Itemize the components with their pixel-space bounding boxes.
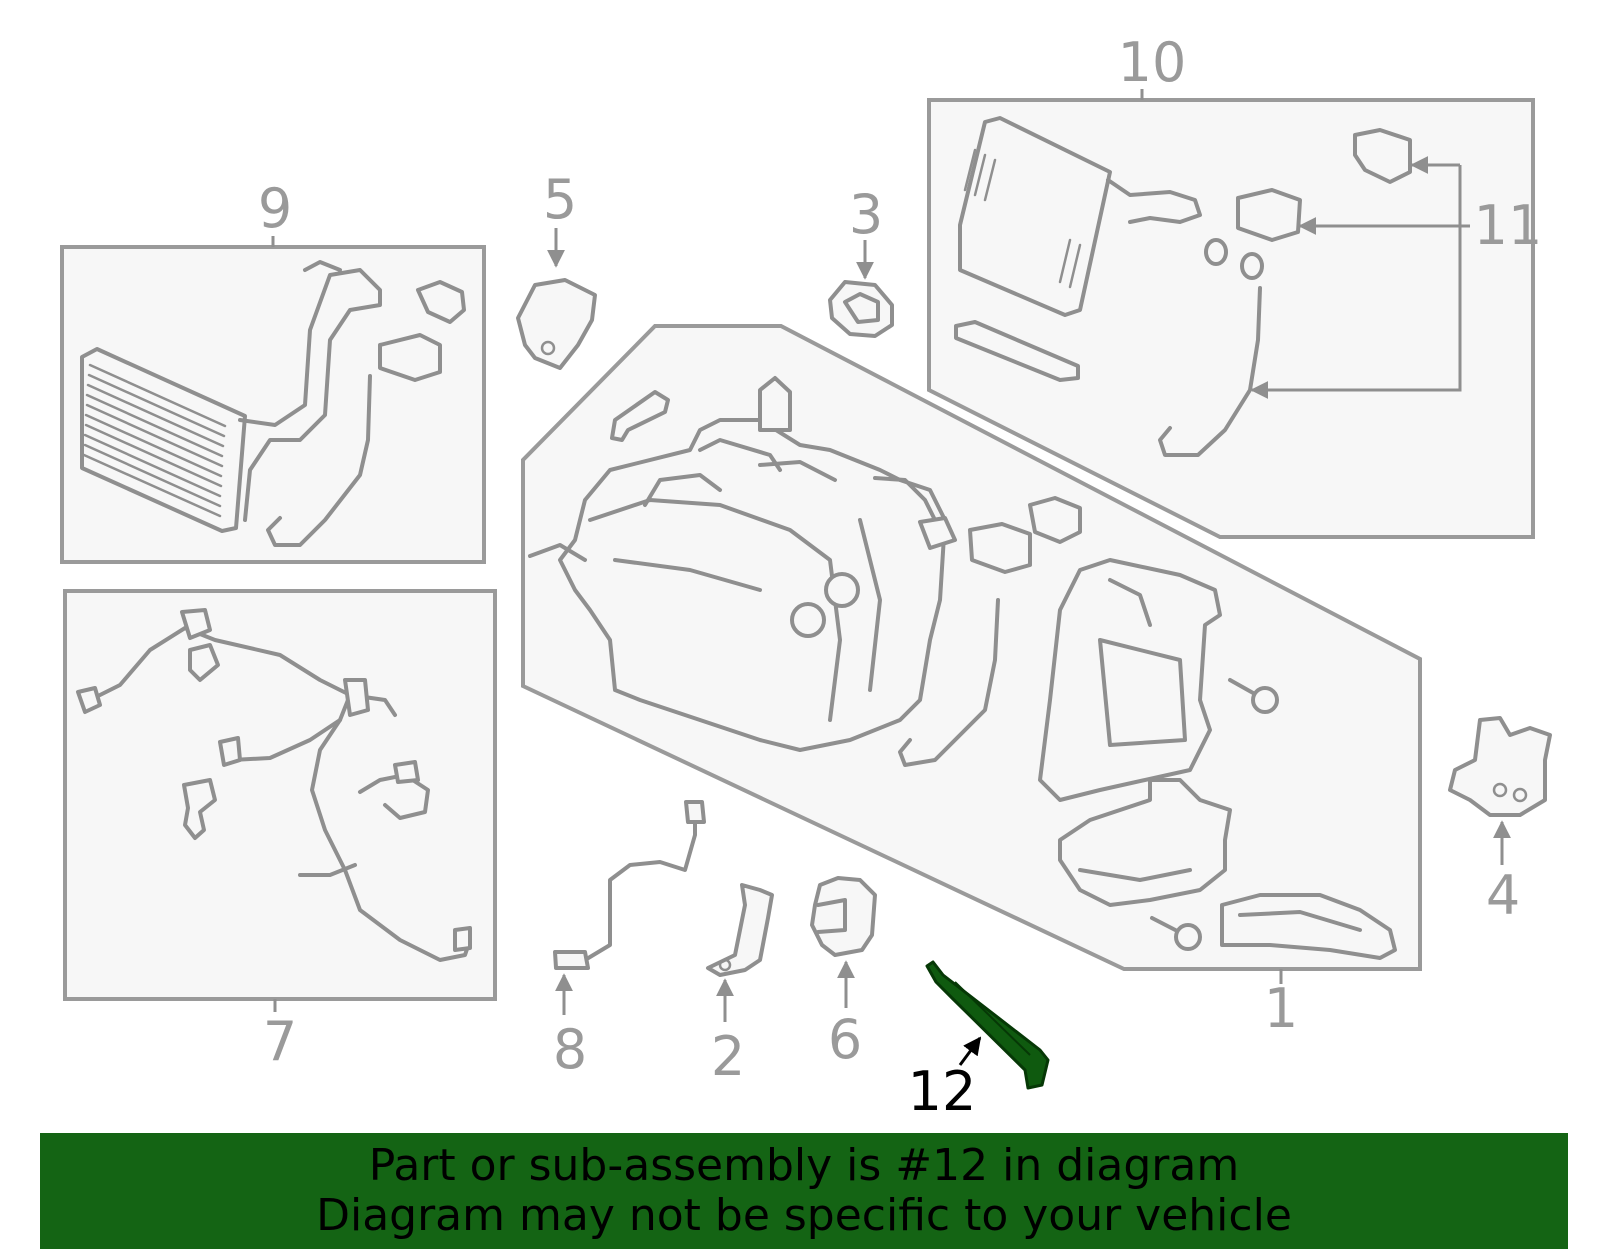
banner-line-2: Diagram may not be specific to your vehi… <box>316 1190 1292 1241</box>
info-banner: Part or sub-assembly is #12 in diagram D… <box>40 1133 1568 1249</box>
seal-part <box>378 333 442 382</box>
hvac-unit-group-box <box>521 324 1422 984</box>
seal-part <box>416 280 466 324</box>
bracket-part <box>954 320 1080 382</box>
callout-3: 3 <box>849 183 883 246</box>
callout-6: 6 <box>828 1008 862 1071</box>
heater-core-group-box <box>60 236 486 564</box>
drain-hose-part <box>898 598 1000 767</box>
hvac-case-part <box>528 376 957 752</box>
banner-line-1: Part or sub-assembly is #12 in diagram <box>368 1140 1240 1191</box>
drain-hose-part <box>1158 286 1262 457</box>
seal-part <box>968 522 1032 574</box>
highlighted-part-12 <box>925 960 1050 1090</box>
o-ring-part <box>1204 238 1228 266</box>
callout-5: 5 <box>543 168 577 231</box>
resistor-part-6 <box>810 876 877 1008</box>
evaporator-group-box <box>927 89 1535 539</box>
grommet-part-3 <box>828 240 894 338</box>
screw-part <box>1228 678 1279 714</box>
callout-7: 7 <box>263 1010 297 1073</box>
seal-part <box>1236 188 1302 242</box>
blower-housing-part <box>1038 558 1222 802</box>
heater-core-part <box>80 260 382 533</box>
screw-part <box>1150 916 1202 951</box>
lower-case-part <box>1220 893 1397 960</box>
evaporator-core-part <box>958 116 1202 317</box>
seal-part <box>1353 128 1412 184</box>
callout-10: 10 <box>1118 31 1187 94</box>
actuator-part-5 <box>516 228 597 370</box>
callout-8: 8 <box>553 1018 587 1081</box>
blower-motor-case-part <box>1058 778 1232 907</box>
o-ring-part <box>1240 252 1264 280</box>
drain-hose-part <box>266 374 372 547</box>
callout-1: 1 <box>1264 977 1298 1040</box>
bracket-part-4 <box>1448 716 1552 865</box>
callout-11: 11 <box>1474 194 1543 257</box>
bracket-part-2 <box>706 883 774 1022</box>
wire-harness-part <box>76 608 472 962</box>
wire-part-8 <box>553 800 706 1015</box>
seal-part <box>1028 496 1082 544</box>
callout-4: 4 <box>1486 864 1520 927</box>
wire-harness-group-box <box>63 589 497 1012</box>
sensor-part <box>610 390 670 442</box>
callout-12: 12 <box>908 1060 977 1123</box>
callout-9: 9 <box>258 177 292 240</box>
callout-2: 2 <box>711 1025 745 1088</box>
